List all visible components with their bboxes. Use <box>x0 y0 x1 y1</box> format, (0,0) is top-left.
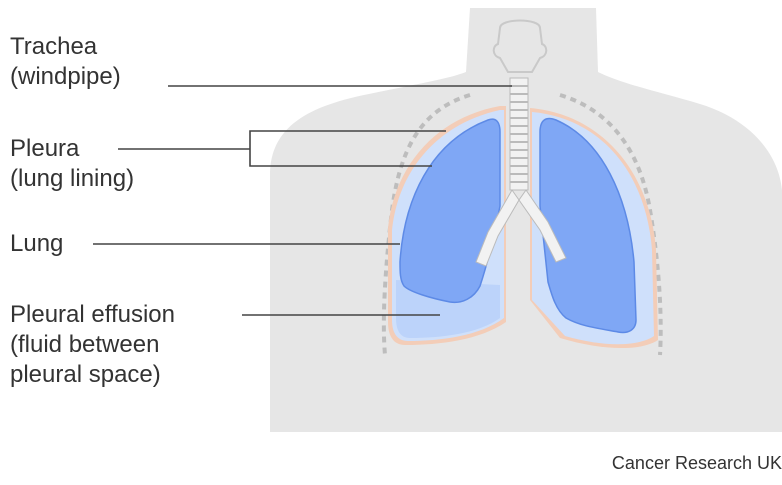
pleura-label-line-1: Pleura <box>10 134 134 164</box>
lung-label: Lung <box>10 229 63 259</box>
pleural-effusion-label-line-2: (fluid between <box>10 330 175 360</box>
credit-text: Cancer Research UK <box>612 453 782 474</box>
trachea-label-line-1: Trachea <box>10 32 121 62</box>
pleura-label: Pleura (lung lining) <box>10 134 134 194</box>
lung-label-line-1: Lung <box>10 229 63 259</box>
pleura-label-line-2: (lung lining) <box>10 164 134 194</box>
trachea-label-line-2: (windpipe) <box>10 62 121 92</box>
pleural-effusion-label-line-3: pleural space) <box>10 360 175 390</box>
pleural-effusion-label: Pleural effusion (fluid between pleural … <box>10 300 175 390</box>
trachea-label: Trachea (windpipe) <box>10 32 121 92</box>
pleural-effusion-label-line-1: Pleural effusion <box>10 300 175 330</box>
